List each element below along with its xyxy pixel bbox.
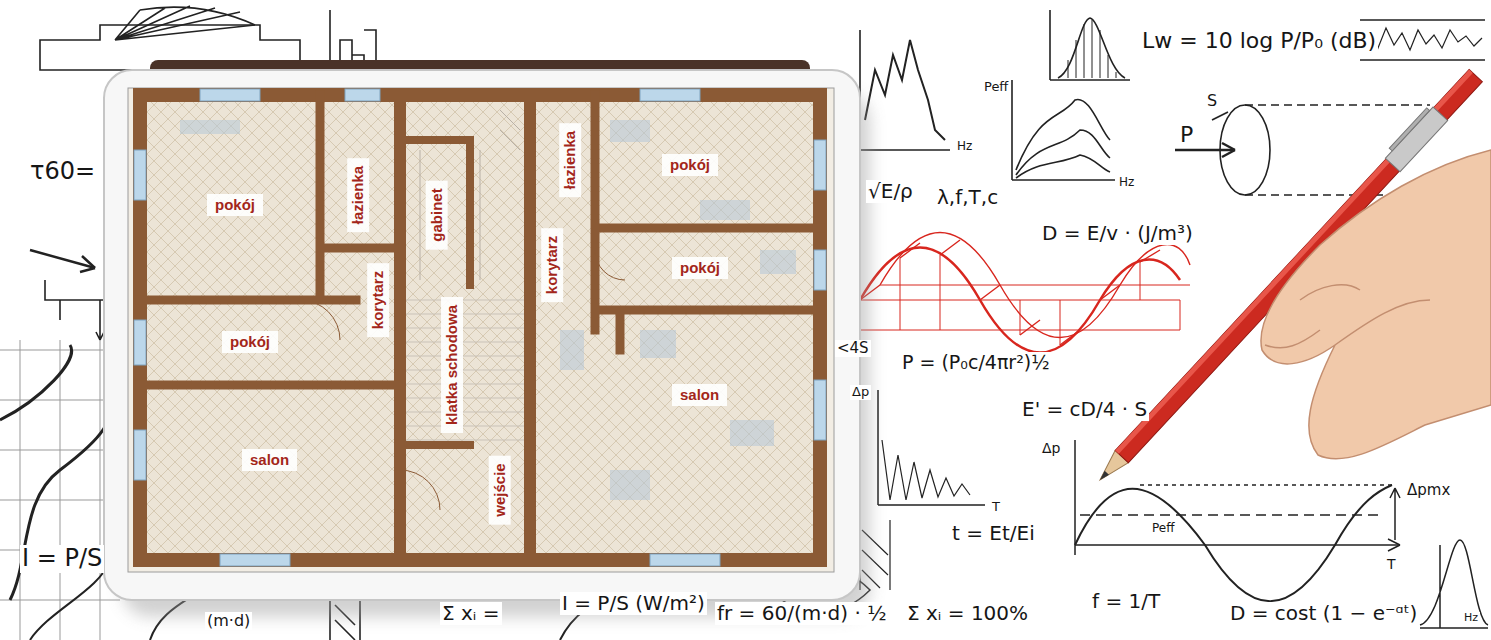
formula-label: Hz [1462,612,1480,625]
formula-label: f = 1/T [1090,590,1162,613]
formula-label: Peff [982,80,1010,95]
room-name: łazienka [561,131,578,189]
formula-label: λ,f,T,c [935,186,1000,209]
room-name: klatka schodowa [443,305,460,425]
room-label: salon [242,449,297,471]
room-name: salon [250,451,289,468]
room-label: pokój [207,194,263,216]
formula-label: D = E/v · (J/m³) [1040,222,1195,245]
room-name: pokój [215,196,255,213]
formula-label: Δp [1040,440,1062,456]
room-label: gabinet [426,180,448,249]
formula-label: <4S [835,340,871,357]
room-label: pokój [222,331,278,353]
formula-label: t = Et/Ei [950,522,1037,545]
formula-label: Σ xᵢ = [440,602,502,625]
formula-label: D = cost (1 − e⁻ᵅᵗ) [1228,602,1419,625]
formula-label: Σ xᵢ = 100% [905,602,1030,625]
formula-label: τ60= [28,158,97,186]
formula-label: Δp [850,385,871,400]
room-label: pokój [662,154,718,176]
room-label: korytarz [541,228,563,302]
room-label: salon [672,384,727,406]
formula-label: P = (P₀c/4πr²)½ [900,352,1052,374]
formula-label: Hz [955,140,974,154]
room-label: pokój [672,257,728,279]
room-name: łazienka [349,166,366,224]
formula-label: T [1385,556,1398,572]
formula-label: P [1178,122,1195,147]
formula-label: fr = 60/(m·d) · ½ [715,602,889,625]
room-label: korytarz [367,263,389,337]
room-label: łazienka [559,123,581,197]
formula-label: √E/ρ [866,180,915,203]
room-name: korytarz [369,271,386,329]
room-name: gabinet [428,188,445,241]
formula-label: Δpmx [1405,482,1452,499]
room-label: łazienka [347,158,369,232]
formula-label: S [1205,92,1219,110]
formula-label: Peff [1150,522,1176,536]
room-name: wejście [491,463,508,516]
formula-label: I = P/S [20,545,104,573]
formula-label: T [990,500,1002,515]
room-label: klatka schodowa [441,297,463,433]
room-name: pokój [670,156,710,173]
formula-label: E' = cD/4 · S [1020,398,1149,421]
room-name: korytarz [543,236,560,294]
formula-label: Hz [1117,176,1136,190]
formula-label: Lw = 10 log P/P₀ (dB) [1140,28,1378,53]
room-name: pokój [680,259,720,276]
formula-label: (m·d) [205,612,252,630]
formula-label: I = P/S (W/m²) [560,592,707,615]
room-name: salon [680,386,719,403]
room-name: pokój [230,333,270,350]
room-label: wejście [489,455,511,524]
